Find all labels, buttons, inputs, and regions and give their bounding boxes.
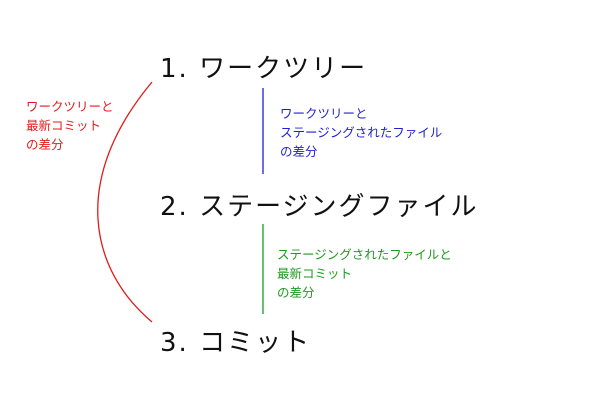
note-line: の差分 bbox=[280, 144, 318, 159]
node-number: 3. bbox=[160, 328, 189, 358]
note-line: の差分 bbox=[26, 137, 64, 152]
note-line: ステージングされたファイル bbox=[280, 125, 443, 140]
note-worktree-vs-staging: ワークツリーと ステージングされたファイル の差分 bbox=[280, 104, 442, 161]
node-worktree: 1. ワークツリー bbox=[160, 48, 367, 85]
node-label: コミット bbox=[199, 328, 312, 358]
note-line: ワークツリーと bbox=[26, 99, 114, 114]
note-line: の差分 bbox=[277, 285, 315, 300]
worktree-commit-arc bbox=[97, 81, 153, 323]
note-staging-vs-commit: ステージングされたファイルと 最新コミット の差分 bbox=[277, 245, 452, 302]
node-label: ステージングファイル bbox=[199, 192, 479, 222]
note-line: 最新コミット bbox=[277, 266, 353, 281]
note-line: ステージングされたファイルと bbox=[277, 247, 452, 262]
node-number: 1. bbox=[160, 54, 189, 84]
node-number: 2. bbox=[160, 192, 189, 222]
node-staging: 2. ステージングファイル bbox=[160, 186, 479, 223]
note-worktree-vs-commit: ワークツリーと 最新コミット の差分 bbox=[26, 97, 114, 154]
note-line: ワークツリーと bbox=[280, 106, 368, 121]
node-commit: 3. コミット bbox=[160, 322, 311, 359]
note-line: 最新コミット bbox=[26, 118, 102, 133]
node-label: ワークツリー bbox=[199, 54, 368, 84]
